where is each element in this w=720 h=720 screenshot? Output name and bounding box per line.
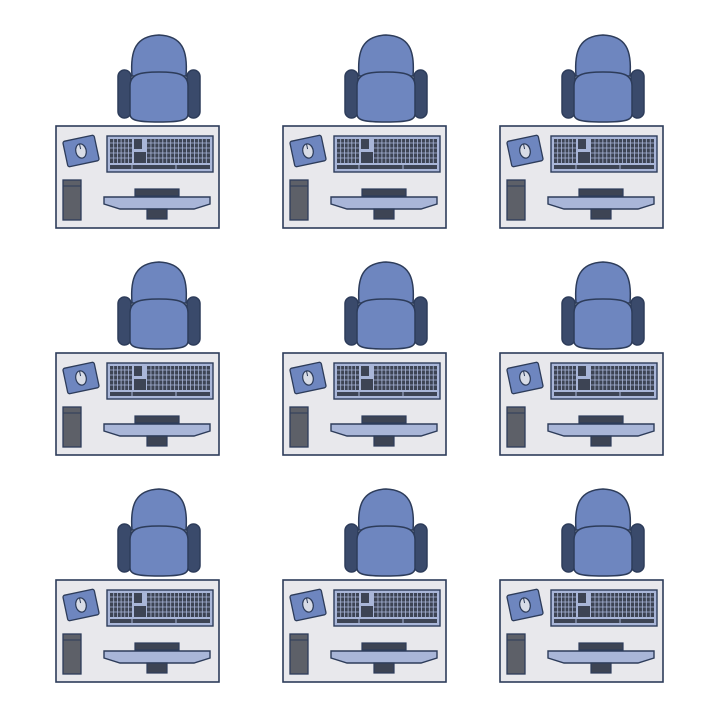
monitor-icon bbox=[103, 188, 211, 220]
workstation-2-2 bbox=[275, 257, 495, 467]
workstation-drawing bbox=[282, 488, 447, 683]
pc-tower-icon bbox=[289, 633, 309, 675]
office-chair-icon bbox=[344, 261, 428, 350]
workstation-3-3 bbox=[492, 484, 712, 694]
monitor-icon bbox=[330, 642, 438, 674]
pc-tower-icon bbox=[62, 179, 82, 221]
workstation-1-1 bbox=[48, 30, 268, 240]
mousepad-icon bbox=[506, 134, 544, 168]
computer-mouse-icon[interactable] bbox=[518, 597, 531, 613]
keyboard-icon[interactable] bbox=[550, 362, 658, 400]
keyboard-icon[interactable] bbox=[550, 589, 658, 627]
office-chair-icon bbox=[117, 488, 201, 577]
pc-tower-icon bbox=[506, 633, 526, 675]
pc-tower-icon bbox=[62, 406, 82, 448]
computer-mouse-icon[interactable] bbox=[74, 143, 87, 159]
workstation-drawing bbox=[499, 488, 664, 683]
computer-mouse-icon[interactable] bbox=[518, 143, 531, 159]
computer-mouse-icon[interactable] bbox=[74, 370, 87, 386]
office-chair-icon bbox=[344, 488, 428, 577]
workstation-2-1 bbox=[48, 257, 268, 467]
pc-tower-icon bbox=[506, 406, 526, 448]
office-chair-icon bbox=[117, 261, 201, 350]
computer-mouse-icon[interactable] bbox=[301, 597, 314, 613]
office-chair-icon bbox=[561, 261, 645, 350]
office-chair-icon bbox=[561, 488, 645, 577]
workstation-drawing bbox=[55, 488, 220, 683]
monitor-icon bbox=[103, 415, 211, 447]
keyboard-icon[interactable] bbox=[106, 135, 214, 173]
monitor-icon bbox=[330, 415, 438, 447]
keyboard-icon[interactable] bbox=[333, 135, 441, 173]
computer-mouse-icon[interactable] bbox=[518, 370, 531, 386]
monitor-icon bbox=[103, 642, 211, 674]
monitor-icon bbox=[330, 188, 438, 220]
mousepad-icon bbox=[289, 134, 327, 168]
pc-tower-icon bbox=[506, 179, 526, 221]
workstation-drawing bbox=[499, 34, 664, 229]
workstation-3-2 bbox=[275, 484, 495, 694]
pc-tower-icon bbox=[62, 633, 82, 675]
pc-tower-icon bbox=[289, 406, 309, 448]
mousepad-icon bbox=[506, 588, 544, 622]
monitor-icon bbox=[547, 415, 655, 447]
monitor-icon bbox=[547, 642, 655, 674]
mousepad-icon bbox=[62, 588, 100, 622]
keyboard-icon[interactable] bbox=[333, 589, 441, 627]
mousepad-icon bbox=[62, 361, 100, 395]
monitor-icon bbox=[547, 188, 655, 220]
computer-mouse-icon[interactable] bbox=[301, 370, 314, 386]
workstation-1-2 bbox=[275, 30, 495, 240]
office-chair-icon bbox=[344, 34, 428, 123]
office-chair-icon bbox=[117, 34, 201, 123]
mousepad-icon bbox=[289, 361, 327, 395]
keyboard-icon[interactable] bbox=[550, 135, 658, 173]
computer-mouse-icon[interactable] bbox=[74, 597, 87, 613]
mousepad-icon bbox=[62, 134, 100, 168]
workstation-2-3 bbox=[492, 257, 712, 467]
workstation-drawing bbox=[282, 261, 447, 456]
workstation-drawing bbox=[282, 34, 447, 229]
keyboard-icon[interactable] bbox=[333, 362, 441, 400]
pc-tower-icon bbox=[289, 179, 309, 221]
mousepad-icon bbox=[289, 588, 327, 622]
workstation-3-1 bbox=[48, 484, 268, 694]
computer-mouse-icon[interactable] bbox=[301, 143, 314, 159]
keyboard-icon[interactable] bbox=[106, 589, 214, 627]
workstation-drawing bbox=[55, 261, 220, 456]
workstation-drawing bbox=[55, 34, 220, 229]
workstation-drawing bbox=[499, 261, 664, 456]
mousepad-icon bbox=[506, 361, 544, 395]
workstation-1-3 bbox=[492, 30, 712, 240]
office-chair-icon bbox=[561, 34, 645, 123]
keyboard-icon[interactable] bbox=[106, 362, 214, 400]
